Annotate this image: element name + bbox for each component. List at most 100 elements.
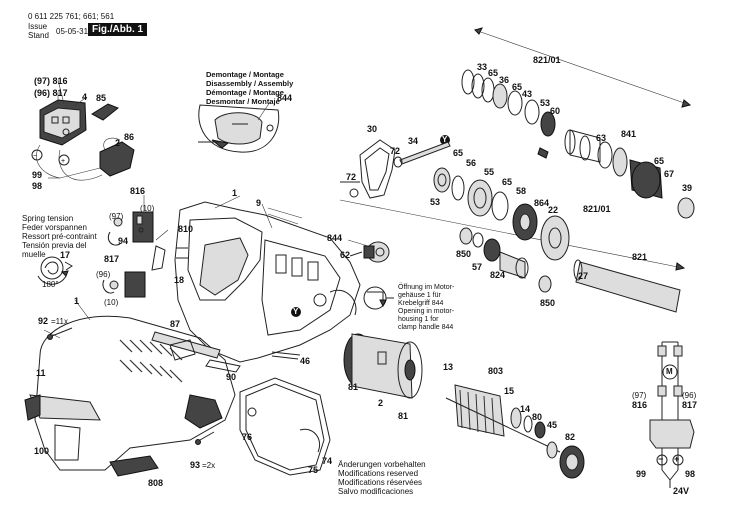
part-label: 81: [398, 411, 409, 421]
part-label: 17: [60, 250, 71, 260]
part-90-drawing: [205, 359, 241, 373]
part-label: 821: [632, 252, 648, 262]
part-label: 22: [548, 205, 559, 215]
part-label: (96): [682, 391, 697, 400]
part-label: 27: [578, 271, 589, 281]
part-label-quantity: =11x: [51, 317, 68, 326]
part-label: 2: [115, 138, 121, 148]
footer-note: Änderungen vorbehalten Modifications res…: [338, 460, 426, 496]
part-46-drawing: [271, 351, 301, 356]
cover-76-drawing: [239, 377, 331, 476]
part-label: 2: [378, 398, 384, 408]
part-label: 99: [32, 170, 43, 180]
svg-text:+: +: [61, 158, 65, 165]
part-label: 67: [664, 169, 675, 179]
part-label: 821/01: [583, 204, 611, 214]
part-label: 53: [540, 98, 551, 108]
figure-label: Fig./Abb. 1: [88, 23, 148, 36]
part-label: 43: [522, 89, 533, 99]
part-label: 803: [488, 366, 504, 376]
note-line: Modifications réservées: [338, 478, 423, 487]
part-label: 85: [96, 93, 107, 103]
note-line: Démontage / Montage: [206, 88, 284, 97]
switch-4-drawing: [39, 79, 88, 146]
part-label: 94: [118, 236, 129, 246]
part-label: 850: [540, 298, 556, 308]
part-label: 53: [430, 197, 441, 207]
part-label: 844: [277, 93, 293, 103]
part-87-clip-drawing: [169, 339, 196, 361]
part-label: 15: [504, 386, 515, 396]
part-label: 65: [512, 82, 523, 92]
part-label: 92: [38, 316, 49, 326]
part-number: 0 611 225 761; 661; 561: [28, 12, 115, 21]
part-label: 816: [130, 186, 146, 196]
part-label: 65: [654, 156, 665, 166]
part-label: 63: [596, 133, 607, 143]
note-line: Desmontar / Montaje: [206, 97, 280, 106]
part-85-drawing: [91, 103, 119, 121]
marker-y-label: Y: [293, 307, 299, 316]
spring-tension-note: Spring tension Feder vorspannen Ressort …: [22, 214, 97, 259]
part-label: 62: [340, 250, 351, 260]
svg-text:−: −: [33, 153, 37, 160]
part-label: 58: [516, 186, 527, 196]
part-label: 72: [346, 172, 357, 182]
cap-82-drawing: [559, 445, 585, 479]
wiring-schematic-drawing: [649, 341, 695, 488]
voltage-label: 24V: [673, 486, 690, 496]
part-label: 98: [685, 469, 696, 479]
part-label: 841: [621, 129, 637, 139]
part-86-drawing: − +: [31, 137, 135, 181]
part-label: 810: [178, 224, 194, 234]
part-label: 87: [170, 319, 181, 329]
part-label: 82: [565, 432, 576, 442]
part-label: 90: [226, 372, 237, 382]
note-line: Modifications reserved: [338, 469, 419, 478]
tool-holder-assembly-drawing: [461, 69, 695, 219]
part-label: 844: [327, 233, 343, 243]
motor-housing-drawing: [24, 299, 236, 471]
note-line: Salvo modificaciones: [338, 487, 414, 496]
part-label: 81: [348, 382, 359, 392]
part-label: 99: [636, 469, 647, 479]
issue-date: 05-05-31: [56, 27, 89, 36]
part-label: (97): [109, 212, 124, 221]
spindle-821-drawing: [575, 261, 681, 313]
screw-93-drawing: [195, 431, 215, 445]
part-label: 850: [456, 249, 472, 259]
assembly-axis-line: [339, 199, 684, 269]
marker-y-icon: [291, 307, 301, 317]
part-label-quantity: =2x: [202, 461, 216, 470]
part-label: 76: [242, 432, 253, 442]
assembly-axis-line: [474, 29, 691, 106]
note-line: Krebelgriff 844: [398, 300, 444, 307]
part-label: 39: [682, 183, 693, 193]
clamp-handle-844-drawing: [347, 239, 390, 263]
part-label: 55: [484, 167, 495, 177]
part-label: (97): [632, 391, 647, 400]
stand-label: Stand: [28, 31, 49, 40]
label-808-drawing: [109, 455, 159, 477]
part-label: 11: [36, 368, 46, 378]
part-label: 808: [148, 478, 164, 488]
note-line: gehäuse 1 für: [398, 292, 441, 299]
part-label: 100: [34, 446, 50, 456]
marker-y-label: Y: [442, 135, 448, 144]
part-label: 9: [256, 198, 262, 208]
note-line: Disassembly / Assembly: [206, 79, 294, 88]
handle-30-drawing: [340, 139, 396, 199]
note-line: Öffnung im Motor-: [398, 284, 455, 291]
part-label: 57: [472, 262, 483, 272]
part-label: 33: [477, 62, 488, 72]
part-label: 65: [488, 68, 499, 78]
part-label: 36: [499, 75, 510, 85]
part-label: 65: [453, 148, 464, 158]
part-label: 75: [308, 465, 319, 475]
part-label: (96): [96, 270, 111, 279]
part-label: (97) 816: [34, 76, 68, 86]
screw-92-drawing: [47, 327, 73, 340]
opening-arrow-symbol: [363, 286, 394, 310]
part-label: 60: [550, 106, 561, 116]
part-label: 98: [32, 181, 43, 191]
